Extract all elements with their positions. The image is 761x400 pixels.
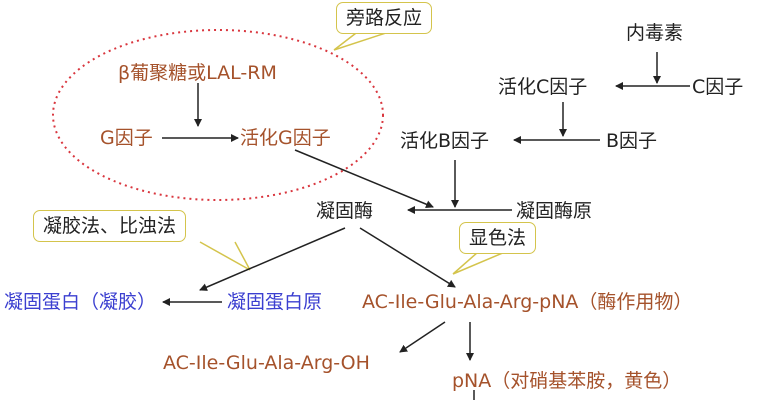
node-coagulin-gel: 凝固蛋白（凝胶）	[4, 291, 157, 313]
node-beta-glucan: β葡聚糖或LAL-RM	[118, 62, 277, 84]
arrow-clotting-to-substrate	[359, 227, 456, 288]
callout-bypass: 旁路反应	[336, 2, 433, 34]
node-proclotting-enzyme: 凝固酶原	[516, 200, 593, 222]
arrow-clotting-to-coagulin-region	[199, 227, 346, 291]
gel-callout-pointer	[199, 241, 251, 271]
node-activated-factor-c: 活化C因子	[498, 76, 588, 98]
node-factor-c: C因子	[692, 76, 744, 98]
node-activated-factor-b: 活化B因子	[400, 130, 490, 152]
node-peptide: AC-Ile-Glu-Ala-Arg-OH	[163, 352, 370, 374]
bypass-ellipse	[52, 29, 384, 201]
node-factor-b: B因子	[606, 130, 658, 152]
node-substrate: AC-Ile-Glu-Ala-Arg-pNA（酶作用物）	[362, 291, 693, 313]
callout-chromogenic-method: 显色法	[459, 222, 537, 254]
node-clotting-enzyme: 凝固酶	[316, 200, 374, 222]
chromo-callout-pointer	[452, 251, 506, 275]
node-endotoxin: 内毒素	[626, 22, 684, 44]
callout-gel-method: 凝胶法、比浊法	[33, 210, 187, 242]
node-factor-g: G因子	[100, 127, 153, 149]
node-activated-factor-g: 活化G因子	[240, 127, 331, 149]
arrow-substrate-to-peptide	[399, 321, 446, 353]
node-coagulogen: 凝固蛋白原	[227, 291, 323, 313]
arrow-active-g-to-clotting	[294, 149, 434, 209]
node-pna: pNA（对硝基苯胺，黄色）	[452, 370, 682, 392]
